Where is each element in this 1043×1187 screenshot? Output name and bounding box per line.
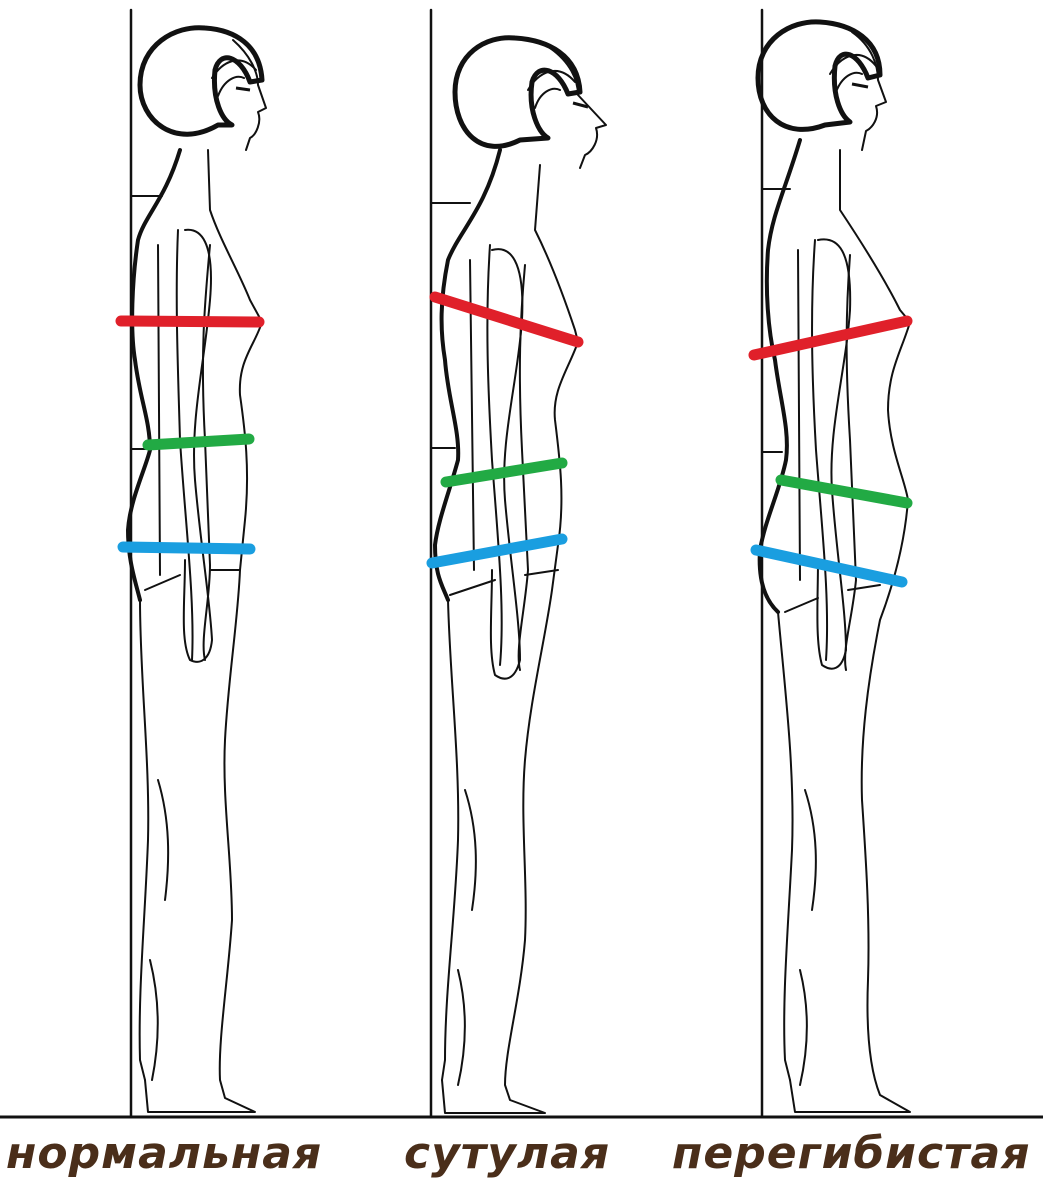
face-stooped (550, 48, 606, 168)
leg-back-normal (140, 600, 149, 1080)
chest-line-stooped (435, 297, 578, 342)
waist-line-normal (148, 439, 249, 445)
knee-normal (150, 780, 168, 1080)
body-back-stooped (435, 150, 500, 600)
caption-overbent: перегибистая (672, 1128, 1030, 1180)
chest-line-normal (121, 321, 259, 322)
chest-line-overbent (754, 321, 907, 355)
face-normal (233, 40, 266, 150)
eye-overbent (852, 84, 868, 87)
torso-inner-overbent (798, 240, 856, 670)
body-back-normal (128, 150, 180, 600)
hem-stooped (450, 570, 558, 595)
figure-normal (121, 10, 266, 1117)
leg-back-overbent (778, 612, 793, 1080)
knee-overbent (800, 790, 816, 1085)
leg-back-stooped (442, 600, 458, 1080)
knee-stooped (458, 790, 476, 1085)
hair-stooped (455, 38, 580, 147)
hip-line-normal (123, 547, 250, 549)
hip-line-overbent (756, 550, 902, 582)
face-overbent (852, 32, 886, 150)
hip-line-stooped (432, 539, 562, 563)
caption-normal: нормальная (6, 1128, 322, 1180)
figure-overbent (754, 10, 910, 1117)
arm-overbent (817, 239, 850, 668)
hair-normal (140, 28, 262, 135)
eye-normal (236, 88, 250, 90)
body-back-overbent (760, 140, 800, 612)
hair-overbent (758, 22, 880, 130)
caption-stooped: сутулая (404, 1128, 610, 1180)
figure-stooped (431, 10, 606, 1117)
hem-overbent (785, 585, 880, 612)
